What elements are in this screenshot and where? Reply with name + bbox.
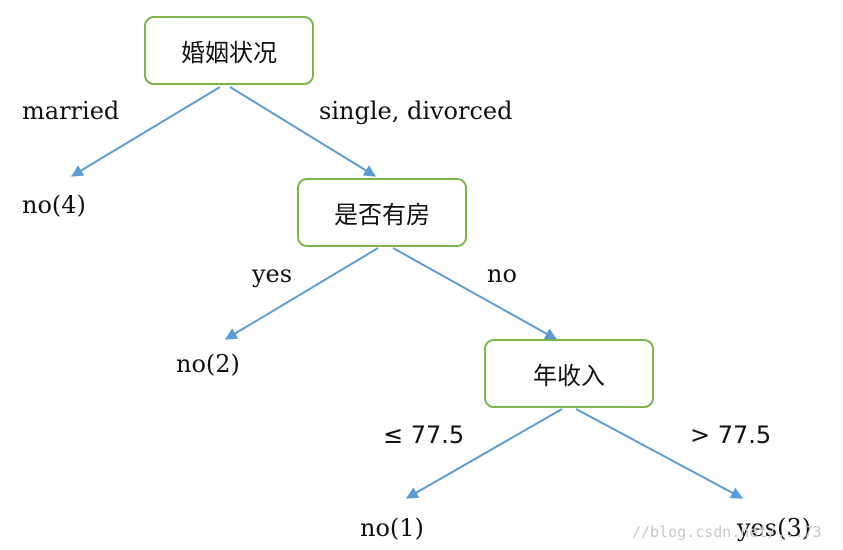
edge-label-married: married — [22, 97, 120, 125]
edge-label-single-divorced: single, divorced — [319, 97, 513, 125]
edge-label-le-77-5: ≤ 77.5 — [383, 421, 465, 449]
node-has-house: 是否有房 — [297, 178, 467, 247]
edge-root-house — [229, 86, 377, 177]
edge-root-married — [70, 86, 221, 177]
node-marital-status: 婚姻状况 — [144, 16, 314, 85]
edge-income-le — [405, 408, 563, 499]
edge-label-no: no — [487, 260, 517, 288]
leaf-no-2: no(2) — [176, 350, 240, 378]
edge-label-gt-77-5: > 77.5 — [690, 421, 772, 449]
leaf-yes-3: yes(3) — [737, 514, 812, 542]
edge-income-gt — [575, 408, 744, 499]
edge-house-income — [392, 247, 558, 340]
node-annual-income: 年收入 — [484, 339, 654, 408]
leaf-no-1: no(1) — [360, 514, 424, 542]
edge-house-yes — [224, 247, 379, 340]
edge-label-yes: yes — [252, 260, 293, 288]
watermark-text: //blog.csdn.net/...73 — [632, 523, 822, 541]
leaf-no-4: no(4) — [22, 191, 86, 219]
